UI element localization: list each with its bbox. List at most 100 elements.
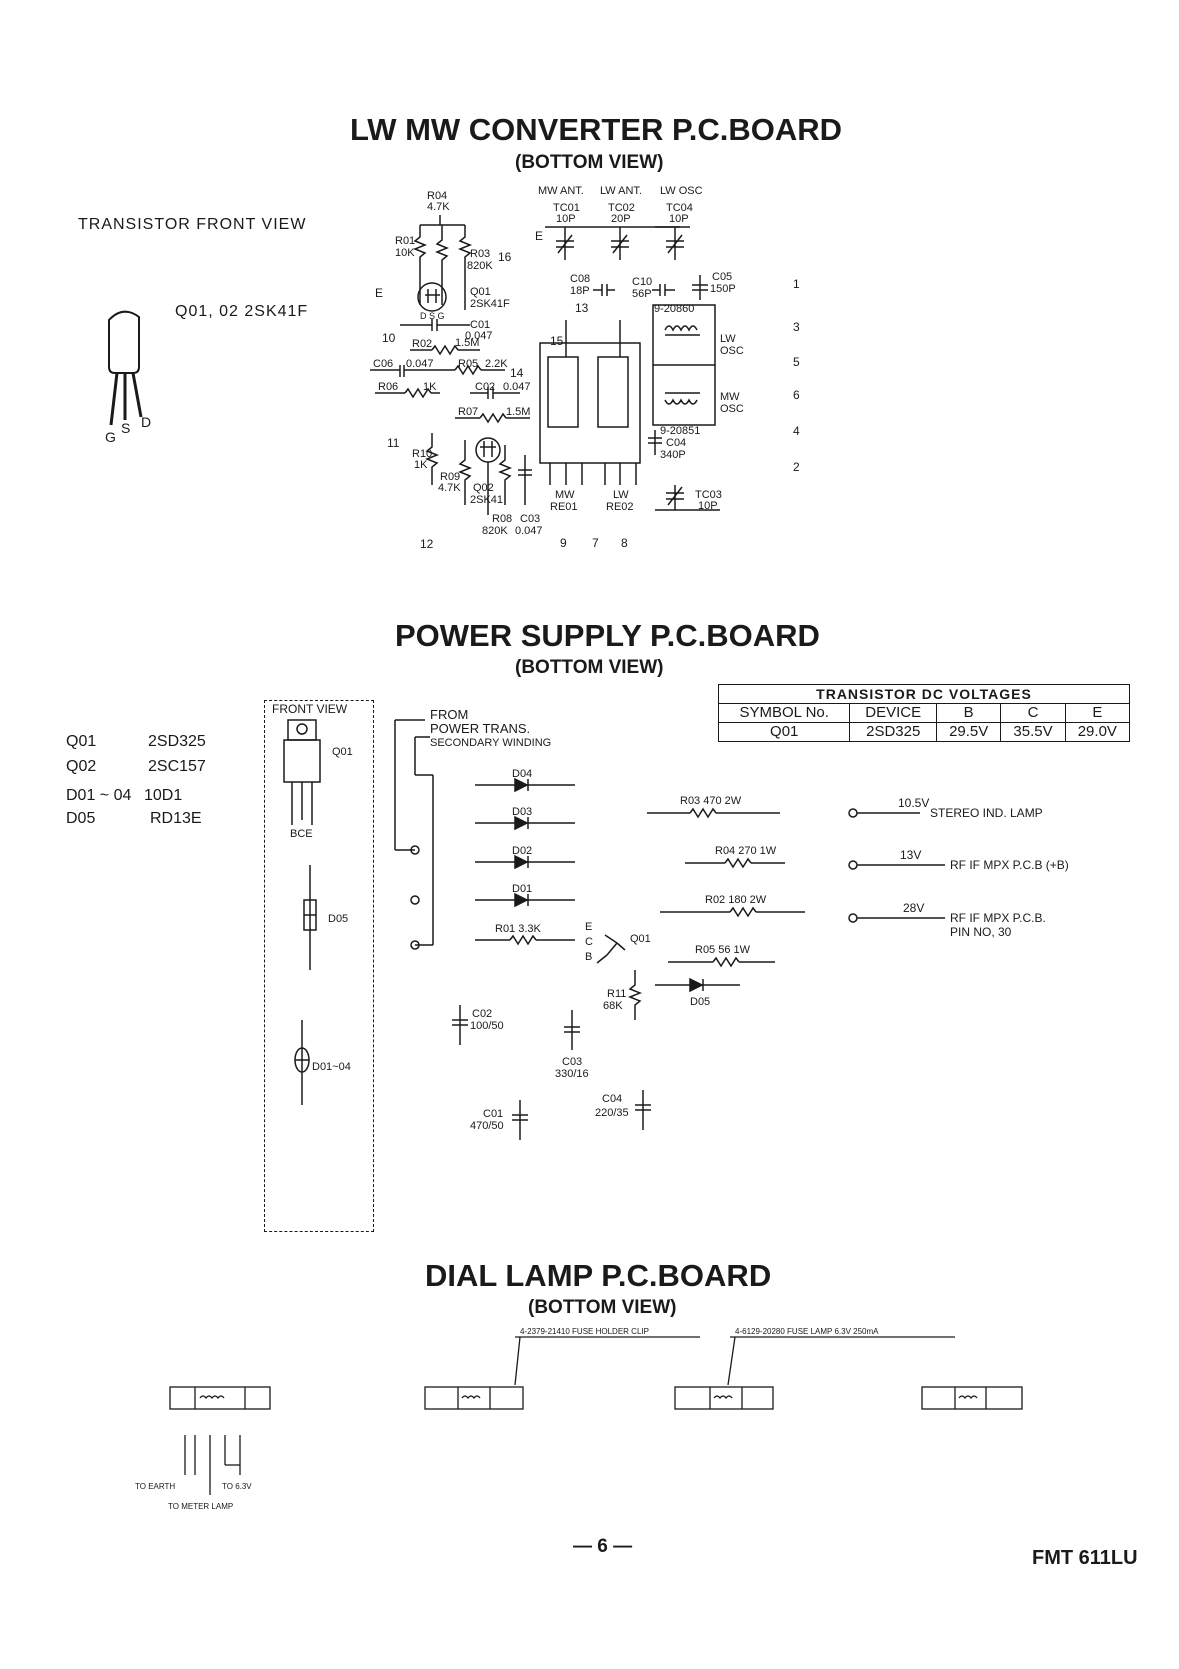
conv-r06: R06: [378, 381, 398, 393]
conv-r10-value: 1K: [414, 459, 428, 471]
dc-voltage-table: TRANSISTOR DC VOLTAGES SYMBOL No. DEVICE…: [717, 684, 1131, 742]
converter-schematic: R04 4.7K R01 10K R03 820K Q01 2SK41F D S…: [370, 185, 800, 551]
part-val-d05: RD13E: [150, 810, 202, 827]
part-val-q02: 2SC157: [148, 758, 206, 775]
conv-r10: R10: [412, 448, 432, 460]
conv-coil1: 9-20860: [654, 303, 694, 315]
out-dest-3b: PIN NO, 30: [950, 925, 1012, 939]
conv-c05-value: 150P: [710, 283, 736, 295]
dc-table-cell-device: 2SD325: [849, 722, 937, 742]
transistor-part-label: Q01, 02 2SK41F: [175, 303, 309, 320]
power-title: POWER SUPPLY P.C.BOARD: [395, 618, 820, 653]
dial-subtitle: (BOTTOM VIEW): [528, 1297, 677, 1318]
transistor-view-heading: TRANSISTOR FRONT VIEW: [78, 216, 307, 233]
ps-c01-value: 470/50: [470, 1120, 504, 1132]
conv-tc03: TC03: [695, 489, 722, 501]
dc-table-cell-b: 29.5V: [935, 722, 1002, 742]
ps-q01: Q01: [630, 933, 651, 945]
part-ref-q02: Q02: [66, 758, 97, 775]
ps-c02: C02: [472, 1008, 492, 1020]
part-ref-d01-04: D01 ~ 04: [66, 787, 132, 804]
front-view-q01: Q01: [332, 746, 353, 758]
conv-r05-value: 2.2K: [485, 358, 508, 370]
conv-r04-value: 4.7K: [427, 201, 450, 213]
conv-lw-osc: LW OSC: [660, 185, 703, 197]
conv-q01-part: 2SK41F: [470, 298, 510, 310]
ps-r05: R05 56 1W: [695, 944, 751, 956]
from-note-line1: FROM: [430, 707, 469, 722]
conv-r09-value: 4.7K: [438, 482, 461, 494]
conv-r09: R09: [440, 471, 460, 483]
ps-d02: D02: [512, 845, 532, 857]
transistor-front-view-icon: G S D: [105, 310, 151, 445]
dial-to-earth: TO EARTH: [135, 1482, 175, 1491]
conv-dsg: D S G: [420, 311, 445, 321]
conv-tc01: TC01: [553, 202, 580, 214]
part-val-q01: 2SD325: [148, 733, 206, 750]
part-ref-d05: D05: [66, 810, 96, 827]
out-dest-2: RF IF MPX P.C.B (+B): [950, 858, 1069, 872]
ps-r11: R11: [607, 988, 626, 1000]
out-dest-3: RF IF MPX P.C.B.: [950, 911, 1046, 925]
out-voltage-3: 28V: [903, 901, 924, 915]
ps-c03-value: 330/16: [555, 1068, 589, 1080]
ps-b: B: [585, 951, 592, 963]
ps-c02-value: 100/50: [470, 1020, 504, 1032]
conv-c03: C03: [520, 513, 540, 525]
dc-table-cell-e: 29.0V: [1064, 722, 1131, 742]
ps-r11-value: 68K: [603, 1000, 623, 1012]
dial-title: DIAL LAMP P.C.BOARD: [425, 1258, 772, 1293]
dial-lamp-label: 4-6129-20280 FUSE LAMP 6.3V 250mA: [735, 1327, 879, 1336]
conv-r01: R01: [395, 235, 415, 247]
ps-d04: D04: [512, 768, 532, 780]
front-view-parts: Q01 BCE D05 D01~04: [283, 719, 353, 1105]
pin-2: 2: [793, 460, 800, 474]
ps-d05: D05: [690, 996, 710, 1008]
dial-to-63: TO 6.3V: [222, 1482, 252, 1491]
conv-r08: R08: [492, 513, 512, 525]
conv-tc04-value: 10P: [669, 213, 689, 225]
ps-r02: R02 180 2W: [705, 894, 767, 906]
ps-c01: C01: [483, 1108, 503, 1120]
conv-q02: Q02: [473, 482, 494, 494]
conv-r07: R07: [458, 406, 478, 418]
power-schematic: D04 D03 D02 D01 R01 3.3K R03 470 2W R04 …: [394, 719, 1069, 1140]
conv-c04-value: 340P: [660, 449, 686, 461]
conv-r07-value: 1.5M: [506, 406, 530, 418]
dc-table-title: TRANSISTOR DC VOLTAGES: [718, 684, 1130, 704]
power-subtitle: (BOTTOM VIEW): [515, 657, 664, 678]
out-voltage-1: 10.5V: [898, 796, 929, 810]
dc-table-cell-symbol: Q01: [717, 722, 851, 742]
conv-lw-ant: LW ANT.: [600, 185, 642, 197]
dc-table-header-e: E: [1064, 703, 1131, 723]
front-view-box: [264, 700, 374, 1232]
conv-r08-value: 820K: [482, 525, 508, 537]
conv-mw-ant: MW ANT.: [538, 185, 584, 197]
ps-c04-value: 220/35: [595, 1107, 629, 1119]
conv-tc02-value: 20P: [611, 213, 631, 225]
conv-c01-value: 0.047: [465, 330, 493, 342]
ps-c: C: [585, 936, 593, 948]
ps-c03: C03: [562, 1056, 582, 1068]
conv-lw-re2: RE02: [606, 501, 634, 513]
conv-c06: C06: [373, 358, 393, 370]
conv-mw-re2: RE01: [550, 501, 578, 513]
conv-tc01-value: 10P: [556, 213, 576, 225]
pin-d-label: D: [141, 414, 151, 430]
conv-c06-value: 0.047: [406, 358, 434, 370]
conv-r03-value: 820K: [467, 260, 493, 272]
dial-to-meter: TO METER LAMP: [168, 1502, 233, 1511]
conv-q01: Q01: [470, 286, 491, 298]
conv-mw-osc-box: MW: [720, 391, 740, 403]
pin-1: 1: [793, 277, 800, 291]
dc-table-header-symbol: SYMBOL No.: [717, 703, 851, 723]
conv-c08-value: 18P: [570, 285, 590, 297]
out-dest-1: STEREO IND. LAMP: [930, 806, 1043, 820]
conv-lw-osc-box: LW: [720, 333, 736, 345]
pin-14: 14: [510, 366, 524, 380]
ps-r01: R01 3.3K: [495, 923, 542, 935]
pin-11: 11: [387, 436, 400, 450]
conv-q02-part: 2SK41: [470, 494, 503, 506]
ps-r04: R04 270 1W: [715, 845, 777, 857]
part-val-d01-04: 10D1: [144, 787, 183, 804]
